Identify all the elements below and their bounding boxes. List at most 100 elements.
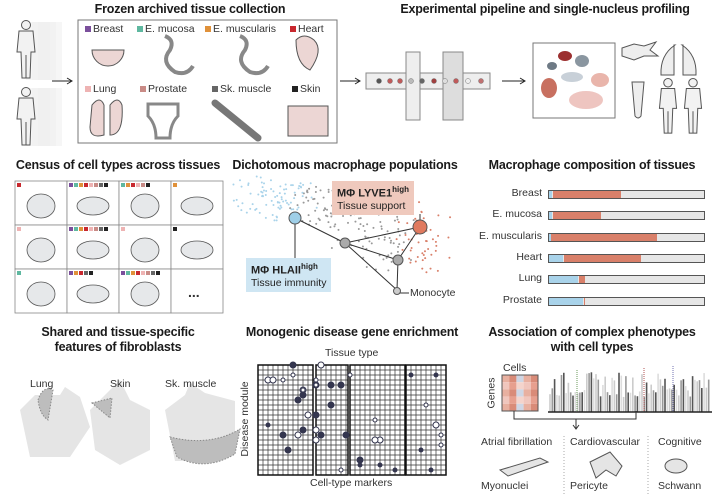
composition-tissue-label: Breast (511, 187, 542, 199)
scatter-point (284, 199, 287, 202)
scatter-point (261, 191, 264, 194)
scatter-point (270, 187, 273, 190)
droplet (387, 78, 393, 84)
enrichment-dot (317, 361, 325, 369)
fibroblast-title-1: Shared and tissue-specific (41, 325, 195, 339)
tissue-swatch (141, 271, 145, 275)
scatter-point (260, 181, 263, 184)
tissue-name: Prostate (148, 83, 188, 95)
tissue-swatch (126, 271, 130, 275)
scatter-point (265, 203, 268, 206)
droplet (408, 78, 414, 84)
lyve1-segment (583, 297, 586, 305)
scatter-point (368, 240, 371, 243)
enrichment-dot (265, 422, 271, 428)
tissue-swatch (69, 271, 73, 275)
tissue-swatch (104, 227, 108, 231)
enrichment-dot (423, 402, 429, 408)
scatter-point (291, 184, 294, 187)
stomach-icon (164, 34, 195, 76)
scatter-point (319, 189, 322, 192)
tissue-label: Skin (292, 83, 320, 95)
tissue-swatch (74, 183, 78, 187)
enrichment-dot (372, 417, 378, 423)
scatter-point (276, 201, 279, 204)
pipeline-title: Experimental pipeline and single-nucleus… (400, 2, 690, 16)
hlaii-segment (549, 191, 553, 198)
lyve1-label: MΦ LYVE1high Tissue support (332, 181, 414, 215)
scatter-point (409, 261, 412, 264)
enrichment-dot (299, 426, 307, 434)
enrichment-dot (327, 381, 335, 389)
lyve1-segment (563, 254, 642, 262)
hlaii-segment (549, 212, 553, 220)
enrichment-dot (269, 376, 277, 384)
enrichment-dot (347, 372, 353, 378)
intermediate-node (339, 237, 351, 249)
scatter-point (286, 202, 289, 205)
scatter-point (289, 207, 292, 210)
scatter-point (292, 208, 295, 211)
hlaii-segment (549, 233, 551, 241)
scatter-point (324, 208, 327, 211)
scatter-point (402, 241, 405, 244)
scatter-point (314, 209, 317, 212)
scatter-point (390, 260, 393, 263)
scatter-point (317, 217, 320, 220)
lungs-icon (660, 44, 697, 76)
tissue-swatch (74, 271, 78, 275)
lung-icon (89, 99, 123, 137)
schwann-icon (664, 458, 688, 474)
tissue-swatch (99, 183, 103, 187)
male-icon-body (683, 87, 703, 134)
trajectory-edge (344, 226, 421, 244)
tissue-swatch (79, 227, 83, 231)
tissue-name: Lung (93, 83, 117, 95)
fibroblast-label-skin: Skin (110, 378, 131, 390)
droplet (419, 78, 425, 84)
cell-type-icon (180, 240, 214, 260)
scatter-point (429, 267, 432, 270)
trajectory-edge (294, 217, 346, 244)
hlaii-sup: high (300, 262, 318, 271)
cell-schwann: Schwann (658, 480, 702, 492)
scatter-point (306, 189, 309, 192)
male-icon-head (688, 77, 698, 88)
cell-cluster (591, 73, 609, 87)
scatter-point (283, 188, 286, 191)
scatter-point (302, 183, 305, 186)
lyve1-role: Tissue support (337, 199, 406, 212)
scatter-point (406, 222, 409, 225)
scatter-point (290, 208, 293, 211)
enrichment-dot (312, 411, 320, 419)
heatmap-cell (502, 396, 510, 404)
scatter-point (434, 240, 437, 243)
heatmap-genes-label: Genes (485, 377, 498, 409)
tissue-label: Heart (290, 23, 324, 35)
tissue-label: Lung (85, 83, 116, 95)
tissue-label: Sk. muscle (212, 83, 271, 95)
scatter-point (301, 195, 304, 198)
tissue-swatch (131, 271, 135, 275)
specific-region (169, 427, 241, 465)
scatter-point (365, 265, 368, 268)
scatter-point (404, 234, 407, 237)
scatter-point (326, 208, 329, 211)
hlaii-node (288, 211, 302, 225)
channel-vertical-1 (405, 51, 421, 121)
scatter-point (313, 197, 316, 200)
scatter-point (435, 244, 438, 247)
trajectory-edge (344, 242, 398, 291)
heatmap-cell (530, 389, 538, 397)
scatter-point (342, 215, 345, 218)
scatter-point (378, 254, 381, 257)
scatter-point (293, 197, 296, 200)
tissue-color-swatch (205, 26, 211, 33)
enrichment-dot (327, 401, 335, 409)
muscle-icon (211, 99, 262, 142)
heatmap-cell (509, 389, 517, 397)
scatter-point (396, 215, 399, 218)
lyve1-segment (579, 276, 586, 284)
scatter-point (322, 196, 325, 199)
cell-type-icon (26, 281, 56, 307)
